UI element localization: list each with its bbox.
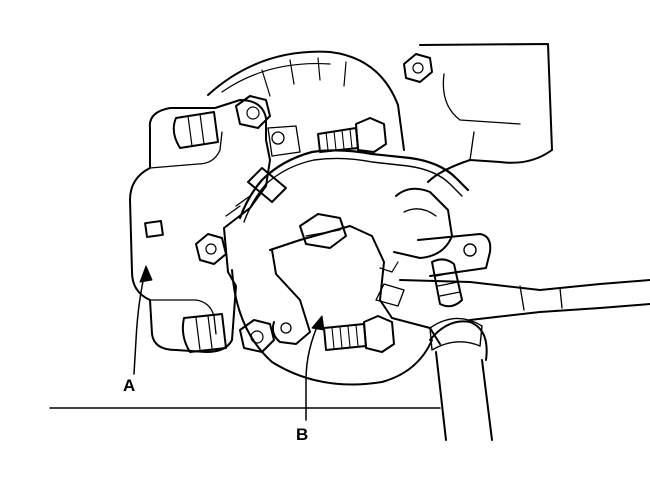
lower-mount-bolt-shank [323,323,367,351]
bracket-lower-hole [280,322,292,334]
bracket-top-bolt [299,213,347,249]
pad-retainer [375,283,405,307]
caliper-upper-edge [149,131,223,169]
callout-a-leader [133,267,147,375]
lower-mount-bolt-thread [331,324,359,349]
upper-mount-bolt-head [355,117,387,153]
caliper-bracket [269,225,441,345]
knuckle-bolt-top-center [412,62,424,74]
caliper-lower-edge [149,299,217,335]
lower-caliper-bolt [239,319,275,353]
lower-arm-bottom-edge [469,303,650,321]
callout-label-b: B [296,425,309,444]
bleeder-bolt-center [205,243,217,255]
caliper-bracket-arm [271,249,311,345]
shaft-collar [429,320,488,361]
lower-caliper-bolt-center [250,330,264,344]
hub-boss [393,187,453,259]
stabilizer-link-joint [431,258,463,308]
brake-hose [238,149,470,220]
bracket-top-bolt-face [305,229,341,237]
callout-b-arrowhead [311,315,325,331]
bracket-upper-ear [267,125,301,157]
lower-mount-bolt-head [363,315,395,353]
stabilizer-link-boot [435,271,461,297]
hose-fitting [225,195,251,217]
hose-clamp [247,167,287,203]
backing-plate-top [207,50,405,151]
caliper-housing [129,99,271,353]
hub-boss-contour [403,208,437,217]
callout-label-a: A [123,376,136,395]
lower-arm-ribs [519,285,563,311]
callout-a-arrowhead [139,265,153,283]
knuckle-contour [442,73,521,125]
callout-b-leader [305,319,321,421]
bleeder-bolt [195,233,227,265]
stabilizer-link-bolt [463,243,477,257]
upper-pin-boot [172,111,219,149]
lower-pin-boot-ribs [195,315,213,351]
bracket-notch [379,261,399,273]
lower-arm-top-edge [399,279,650,291]
upper-pin-boot-ribs [187,113,205,147]
backing-plate-bottom [231,269,433,386]
knuckle-edge [469,131,475,161]
bracket-upper-hole [271,131,285,145]
shaft-boot [429,317,483,351]
knuckle-bolt-top [403,53,433,83]
upper-mount-bolt-thread [325,128,353,151]
stabilizer-link-bracket [417,233,492,277]
backing-plate-ribs [261,57,347,97]
backing-plate-inner [221,62,331,93]
drive-shaft [435,351,493,441]
lower-pin-boot [181,313,227,353]
upper-caliper-bolt-center [246,106,260,120]
upper-caliper-bolt [235,95,271,129]
caliper-inspection-window [144,219,164,239]
steering-knuckle [419,43,553,183]
